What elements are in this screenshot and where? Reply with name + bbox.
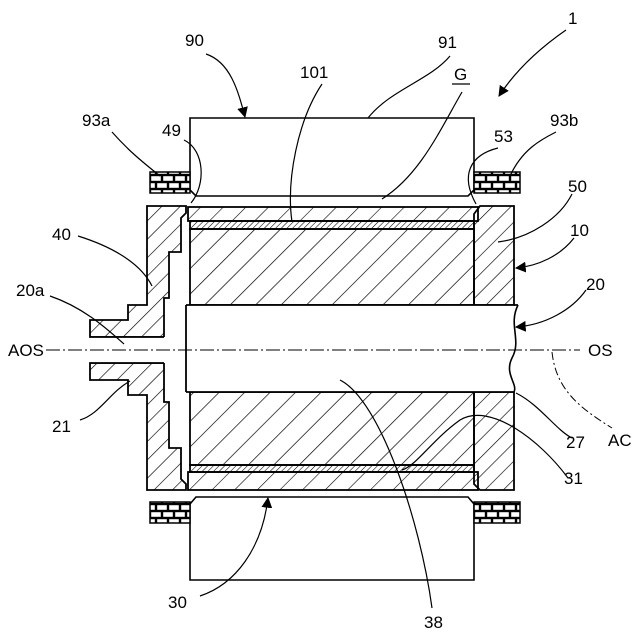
coil-bottom-left: [150, 502, 190, 523]
label-101: 101: [300, 63, 328, 82]
label-38: 38: [424, 613, 443, 632]
label-31: 31: [564, 469, 583, 488]
coil-bottom-right: [474, 502, 520, 523]
label-20a: 20a: [16, 281, 45, 300]
label-G: G: [454, 65, 467, 84]
stator-core-bottom: [190, 497, 474, 580]
axis-ac-curve: [552, 352, 612, 428]
label-53: 53: [494, 127, 513, 146]
leader-93a: [112, 132, 160, 176]
end-plate-left-upper: [90, 206, 186, 337]
leader-G: [382, 92, 462, 199]
label-10: 10: [570, 221, 589, 240]
label-20: 20: [586, 275, 605, 294]
sleeve-top: [188, 207, 478, 221]
label-AOS: AOS: [8, 341, 44, 360]
layer-bottom: [190, 465, 474, 472]
label-AC: AC: [608, 431, 632, 450]
stator-core-top: [190, 118, 474, 196]
leader-101: [290, 84, 322, 222]
label-21: 21: [52, 417, 71, 436]
coil-top-right: [474, 172, 520, 193]
shaft: [186, 305, 514, 392]
arrow-30: [200, 498, 268, 596]
label-OS: OS: [588, 341, 613, 360]
label-93a: 93a: [82, 111, 111, 130]
label-91: 91: [438, 33, 457, 52]
label-30: 30: [168, 593, 187, 612]
label-40: 40: [52, 225, 71, 244]
arrow-1: [499, 30, 566, 96]
rotor-body-top: [190, 229, 474, 305]
end-plate-right-upper: [474, 206, 514, 305]
coil-top-left: [150, 172, 190, 193]
end-plate-left-lower: [90, 363, 186, 490]
leader-21: [80, 381, 130, 420]
layer-top: [190, 221, 474, 229]
label-1: 1: [568, 9, 577, 28]
leader-40: [78, 236, 152, 286]
sleeve-bottom: [188, 472, 478, 490]
leader-93b: [510, 132, 556, 176]
arrow-10: [516, 238, 574, 268]
label-49: 49: [162, 121, 181, 140]
leader-91: [368, 56, 450, 118]
arrow-20: [516, 290, 586, 327]
arrow-90: [206, 54, 245, 117]
label-50: 50: [568, 177, 587, 196]
label-27: 27: [566, 433, 585, 452]
end-plate-right-lower: [474, 392, 514, 490]
rotor-body-bottom: [190, 392, 474, 465]
leader-27: [516, 393, 572, 438]
label-90: 90: [185, 31, 204, 50]
label-93b: 93b: [550, 111, 578, 130]
